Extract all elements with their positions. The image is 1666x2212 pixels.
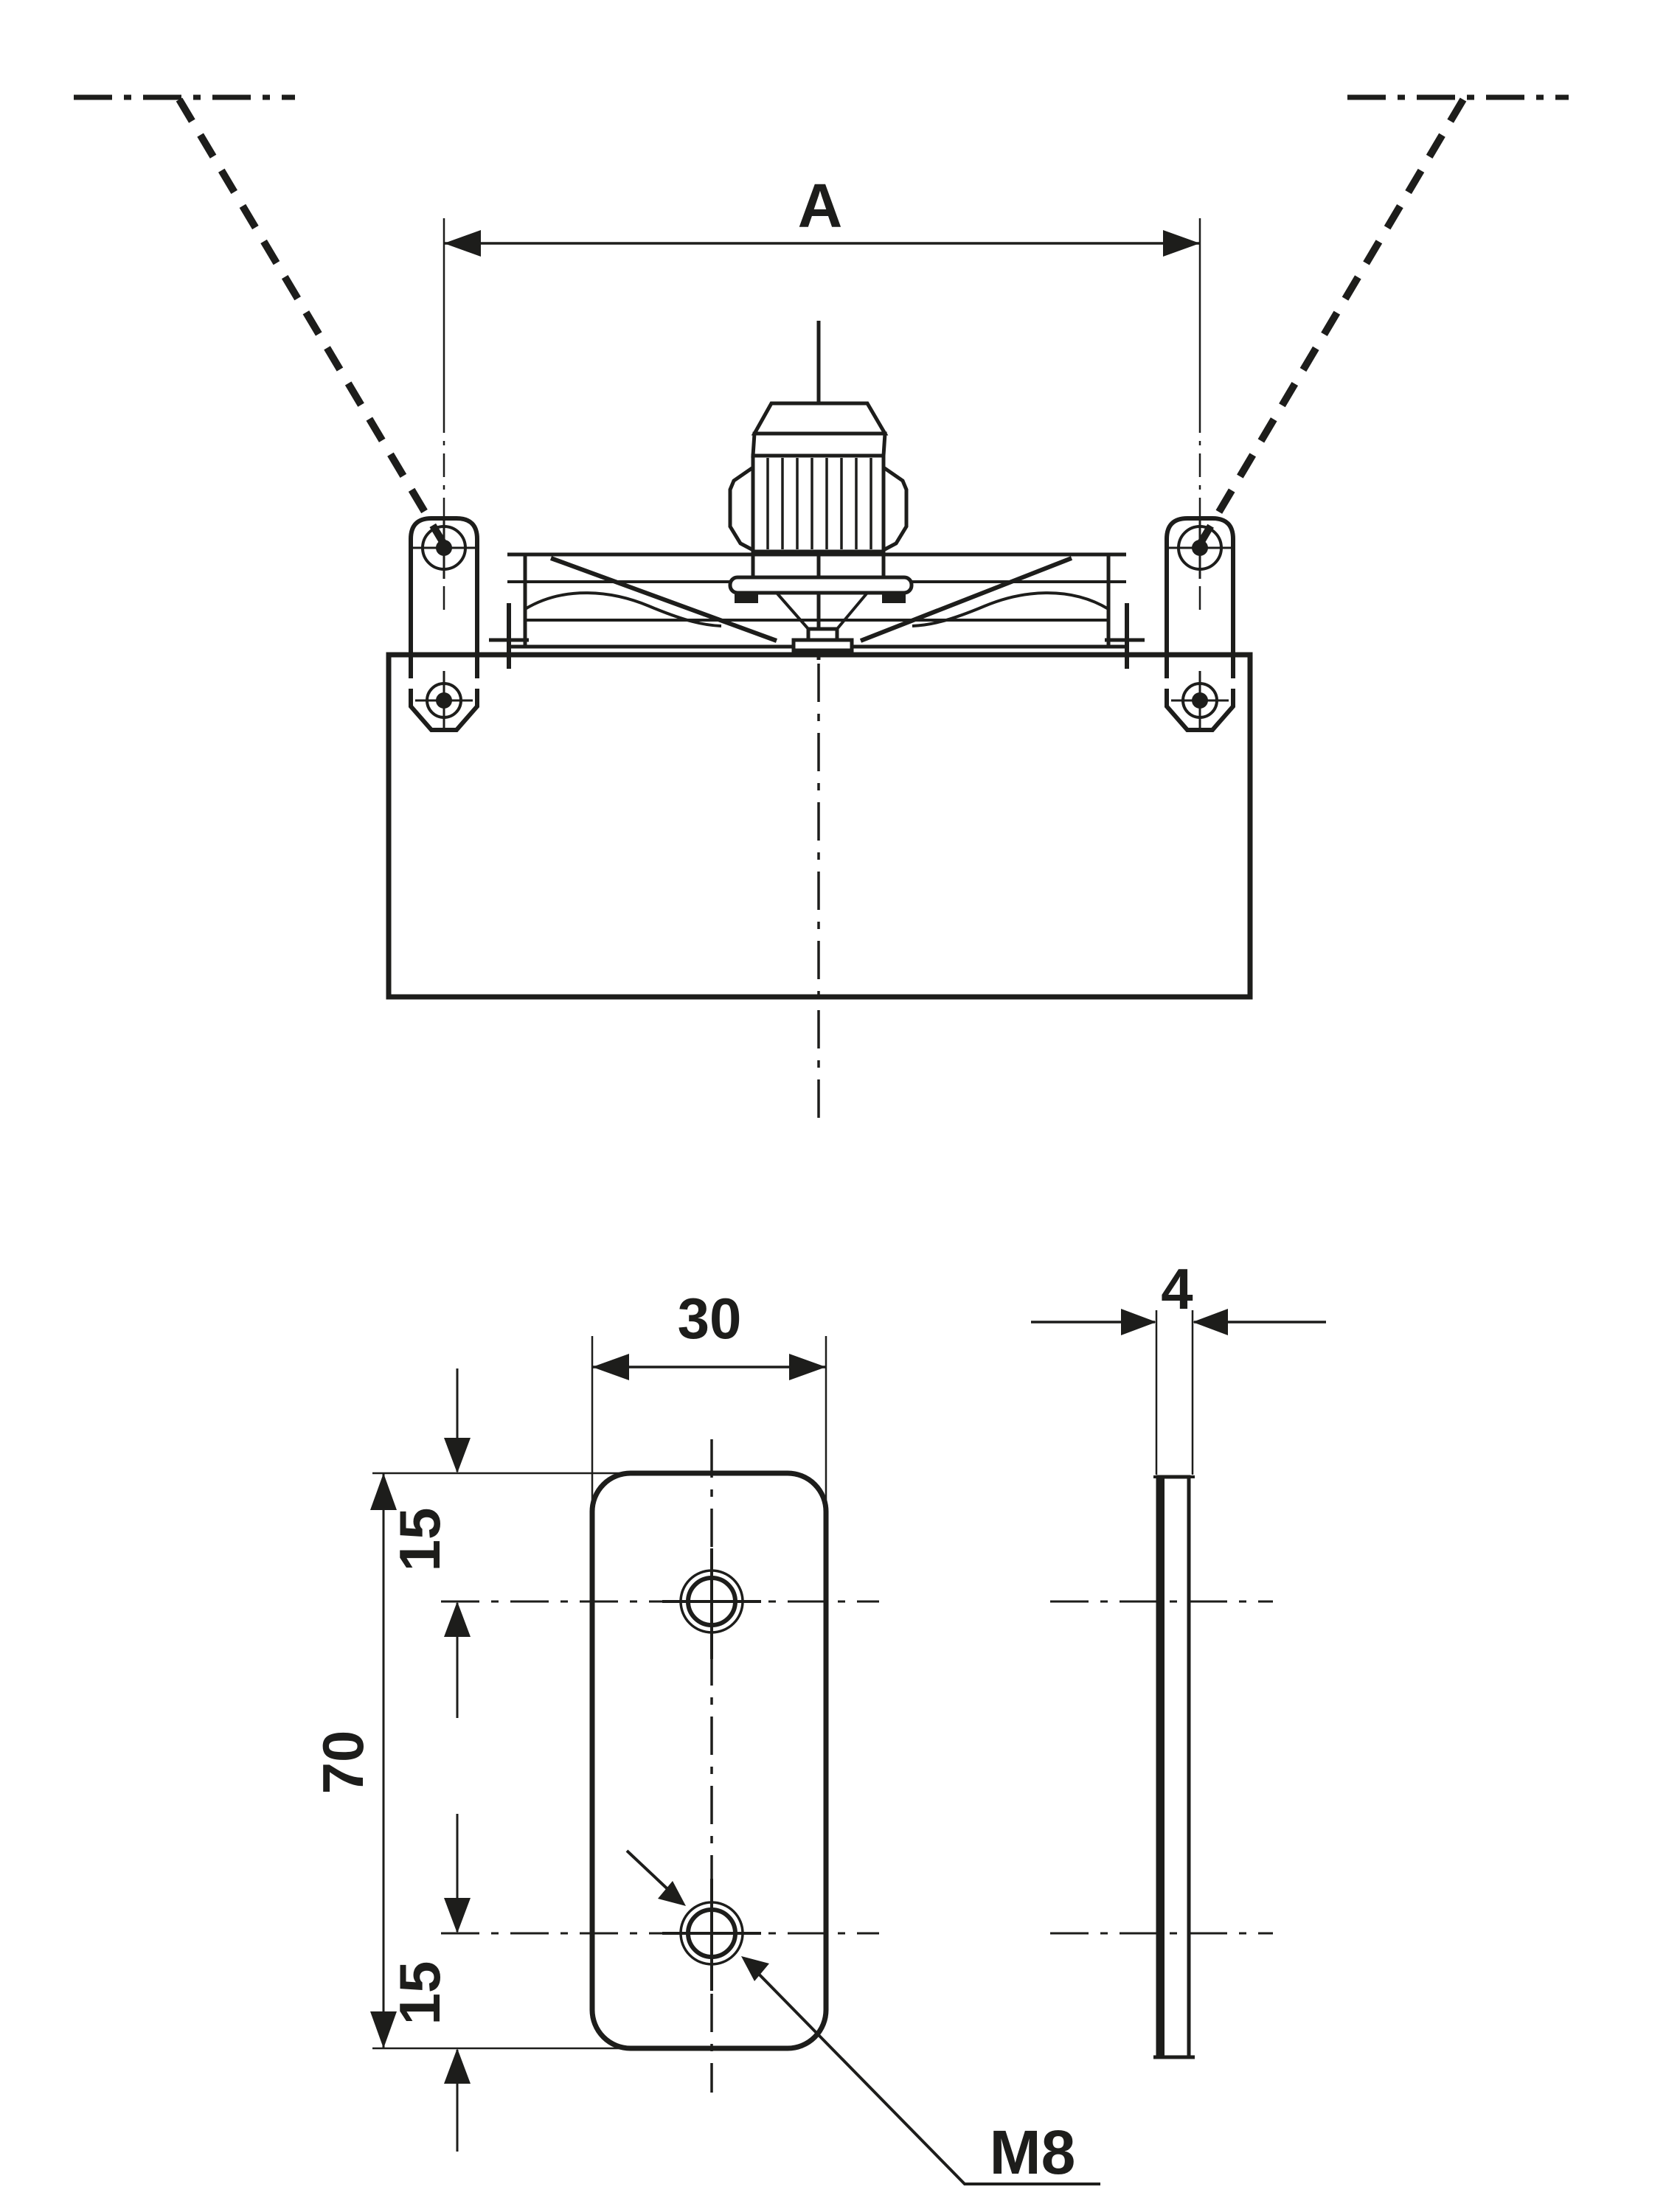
dimension-30: 30: [591, 1286, 827, 1504]
dim-a-arrow-left: [444, 230, 481, 257]
dimension-15-top: 15: [387, 1368, 471, 1718]
motor-body: [751, 453, 886, 554]
bracket-detail-views: 30 70 15 15: [310, 1256, 1326, 2187]
terminal-box-band: [751, 431, 887, 458]
dim-30-arrow-right: [789, 1354, 826, 1380]
dim-15-bottom-label: 15: [387, 1961, 452, 2025]
dimension-70: 70: [310, 1472, 636, 2050]
hub-strut-left: [775, 591, 810, 630]
m8-leader-arrow: [741, 1956, 769, 1981]
dim-4-arrow-right: [1193, 1309, 1228, 1335]
bracket-front-view: [441, 1439, 879, 2093]
tapped-hole-top-thread: [679, 1569, 744, 1634]
blade-profile-left: [524, 591, 722, 627]
bracket-left: [409, 516, 479, 732]
dimension-15-bottom: 15: [387, 1814, 471, 2152]
dim-4-label: 4: [1161, 1256, 1193, 1321]
suspension-line-left: [176, 97, 448, 546]
dim-15-top-label: 15: [387, 1508, 452, 1572]
top-view-fan-unit: A: [74, 94, 1569, 1128]
m8-leader-line: [745, 1960, 1100, 2185]
mount-clamp-right: [882, 594, 906, 603]
motor-endcap-left: [728, 465, 754, 552]
dim-15t-arrow-down: [444, 1438, 471, 1473]
m8-pointer-arrow: [658, 1881, 686, 1906]
tapped-hole-top: [686, 1576, 737, 1627]
blade-profile-right: [912, 591, 1110, 627]
motor-endcap-right: [882, 465, 909, 552]
suspension-line-right: [1196, 97, 1467, 546]
dim-70-arrow-top: [370, 1473, 397, 1510]
fan-blade-left: [549, 556, 778, 643]
thread-callout-m8: M8: [625, 1849, 1100, 2187]
bracket-right: [1165, 516, 1235, 732]
hub-base: [791, 638, 854, 653]
dim-a-arrow-right: [1163, 230, 1200, 257]
dim-15b-arrow-down: [444, 1898, 471, 1933]
m8-label: M8: [990, 2118, 1076, 2187]
bracket-side-view: 4: [1031, 1256, 1326, 2059]
bracket-plate-outline: [589, 1470, 829, 2051]
tapped-hole-bottom-thread: [679, 1901, 744, 1966]
dim-30-arrow-left: [592, 1354, 629, 1380]
dim-15t-arrow-up: [444, 1601, 471, 1637]
dim-30-label: 30: [678, 1286, 742, 1351]
tapped-hole-bottom: [686, 1907, 737, 1959]
motor: [728, 321, 914, 660]
mount-clamp-left: [735, 594, 758, 603]
fan-blade-right: [859, 556, 1073, 643]
dim-70-arrow-bottom: [370, 2011, 397, 2048]
dim-70-label: 70: [310, 1731, 375, 1795]
hub-strut-right: [836, 591, 869, 630]
terminal-box-top: [751, 401, 889, 436]
motor-cooling-fins: [766, 458, 872, 549]
dim-a-label: A: [798, 171, 843, 240]
dim-4-arrow-left: [1121, 1309, 1156, 1335]
dim-15b-arrow-up: [444, 2048, 471, 2084]
motor-mount-plate: [728, 575, 914, 595]
